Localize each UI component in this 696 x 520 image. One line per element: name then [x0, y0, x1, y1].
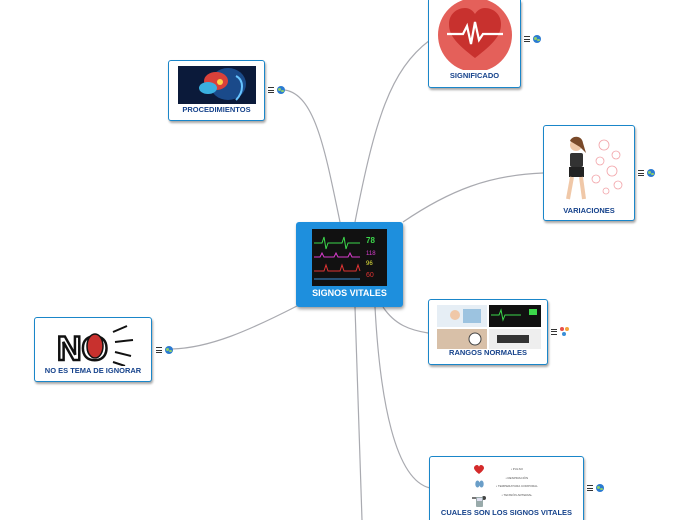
topic-icons	[587, 484, 604, 492]
link-ignorar	[171, 305, 298, 350]
globe-icon[interactable]	[533, 35, 541, 43]
list-item: TENSIÓN ARTERIAL	[503, 492, 533, 497]
thermometer-icon	[472, 487, 486, 500]
topic-icons	[551, 327, 569, 336]
globe-icon[interactable]	[165, 346, 173, 354]
monitor-reading-1: 78	[366, 236, 375, 245]
notes-icon[interactable]	[638, 170, 644, 176]
lungs-icon	[475, 475, 484, 488]
notes-icon[interactable]	[551, 328, 557, 335]
topic-label: NO ES TEMA DE IGNORAR	[44, 366, 142, 375]
topic-variaciones[interactable]: VARIACIONES	[543, 125, 635, 221]
blood-pressure-icon	[476, 494, 483, 507]
link-variaciones	[402, 172, 544, 223]
notes-icon[interactable]	[587, 485, 593, 491]
central-label: SIGNOS VITALES	[312, 288, 387, 298]
notes-icon[interactable]	[268, 87, 274, 93]
link-significado	[354, 39, 431, 223]
link-cuales	[374, 306, 431, 489]
list-item: TEMPERATURA CORPORAL	[497, 484, 538, 489]
notes-icon[interactable]	[524, 36, 530, 42]
link-rangos	[382, 306, 429, 334]
monitor-reading-2: 118	[366, 251, 376, 257]
topic-label: SIGNIFICADO	[449, 71, 500, 80]
people-icon[interactable]	[560, 327, 569, 336]
globe-icon[interactable]	[596, 484, 604, 492]
monitor-reading-4: 60	[366, 272, 374, 279]
link-bottom	[354, 306, 363, 520]
runner-woman-image	[552, 131, 628, 206]
vital-signs-list: • PULSO • RESPIRACIÓN • TEMPERATURA CORP…	[472, 462, 554, 507]
topic-icons	[156, 346, 173, 354]
no-shout-image: NO	[56, 325, 134, 366]
globe-icon[interactable]	[277, 86, 285, 94]
heart-icon	[474, 462, 484, 474]
vital-measurement-collage	[437, 305, 541, 349]
topic-label: VARIACIONES	[563, 206, 615, 215]
topic-label: PROCEDIMIENTOS	[182, 105, 251, 114]
topic-label: RANGOS NORMALES	[449, 348, 527, 357]
globe-icon[interactable]	[647, 169, 655, 177]
topic-procedimientos[interactable]: PROCEDIMIENTOS	[168, 60, 265, 121]
vital-monitor-image: 78 118 96 60	[312, 229, 387, 286]
topic-significado[interactable]: SIGNIFICADO	[428, 0, 521, 88]
vital-signs-items: • PULSO • RESPIRACIÓN • TEMPERATURA CORP…	[496, 467, 538, 497]
brain-scan-image	[178, 66, 256, 104]
link-procedimientos	[284, 89, 341, 223]
topic-label: CUALES SON LOS SIGNOS VITALES	[440, 508, 573, 517]
topic-rangos[interactable]: RANGOS NORMALES	[428, 299, 548, 365]
topic-icons	[268, 86, 285, 94]
topic-ignorar[interactable]: NO NO ES TEMA DE IGNORAR	[34, 317, 152, 382]
list-item: PULSO	[512, 467, 523, 471]
topic-icons	[638, 169, 655, 177]
list-item: RESPIRACIÓN	[507, 475, 529, 480]
notes-icon[interactable]	[156, 347, 162, 353]
topic-cuales[interactable]: • PULSO • RESPIRACIÓN • TEMPERATURA CORP…	[429, 456, 584, 520]
no-image-text: NO	[57, 330, 108, 366]
heart-pulse-image	[438, 0, 512, 70]
monitor-reading-3: 96	[366, 261, 373, 267]
central-node[interactable]: 78 118 96 60 SIGNOS VITALES	[296, 222, 403, 307]
topic-icons	[524, 35, 541, 43]
